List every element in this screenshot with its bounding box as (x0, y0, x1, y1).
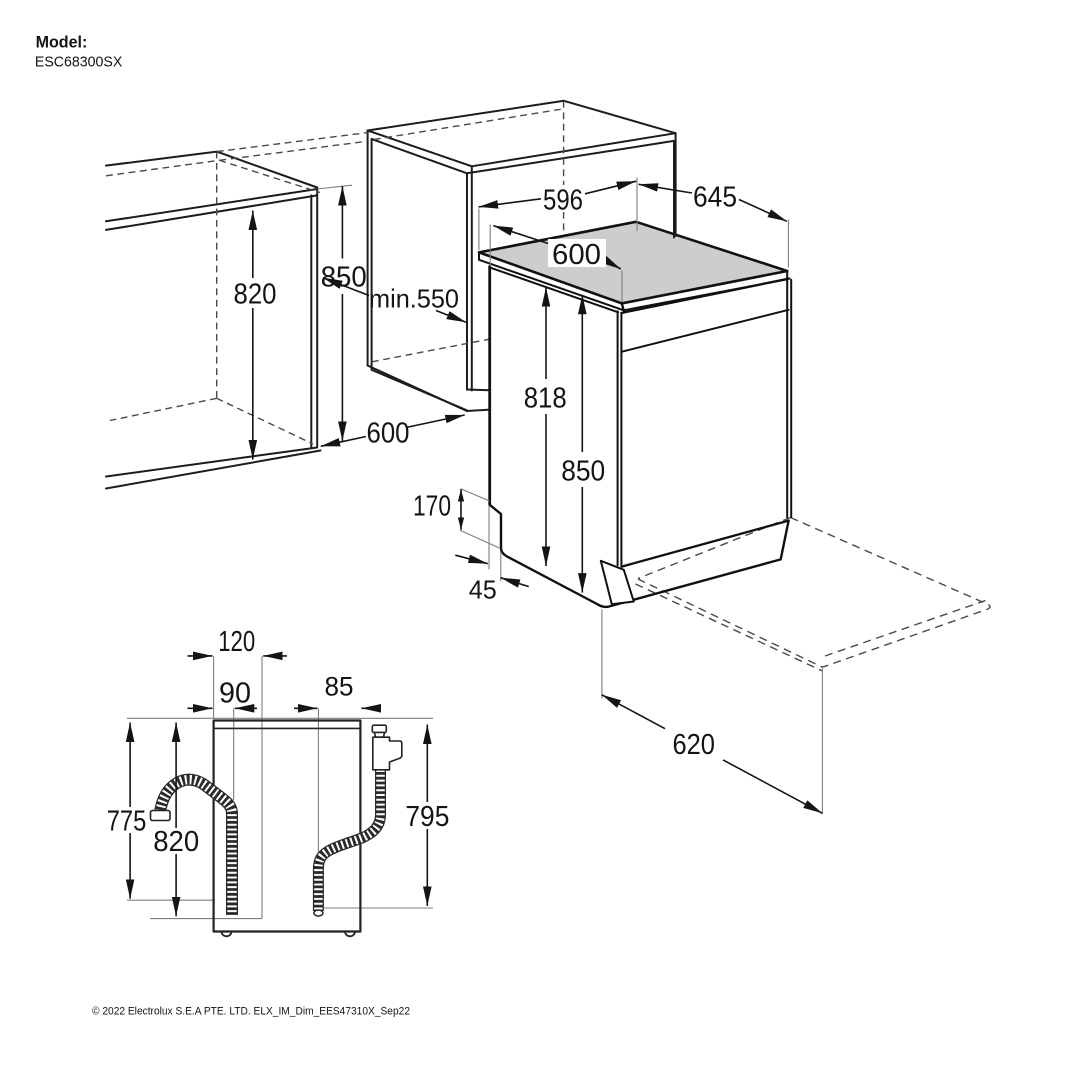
svg-text:45: 45 (469, 574, 497, 604)
svg-text:596: 596 (543, 184, 583, 216)
svg-text:90: 90 (219, 678, 251, 710)
svg-text:85: 85 (325, 671, 354, 701)
svg-text:818: 818 (524, 383, 567, 415)
svg-text:120: 120 (218, 626, 255, 658)
svg-text:ESC68300SX: ESC68300SX (35, 54, 122, 71)
svg-text:600: 600 (552, 239, 601, 271)
svg-text:min.550: min.550 (369, 283, 459, 313)
svg-text:© 2022 Electrolux S.E.A PTE. L: © 2022 Electrolux S.E.A PTE. LTD. ELX_IM… (92, 1006, 410, 1018)
svg-text:645: 645 (693, 182, 737, 214)
svg-text:820: 820 (153, 826, 199, 858)
svg-text:600: 600 (367, 417, 410, 449)
svg-text:850: 850 (321, 262, 367, 294)
svg-text:820: 820 (234, 279, 277, 311)
svg-text:620: 620 (672, 729, 715, 761)
svg-text:850: 850 (561, 455, 605, 487)
svg-text:170: 170 (413, 490, 451, 522)
svg-text:795: 795 (405, 801, 449, 833)
svg-text:Model:: Model: (36, 34, 88, 52)
svg-text:775: 775 (107, 806, 147, 838)
